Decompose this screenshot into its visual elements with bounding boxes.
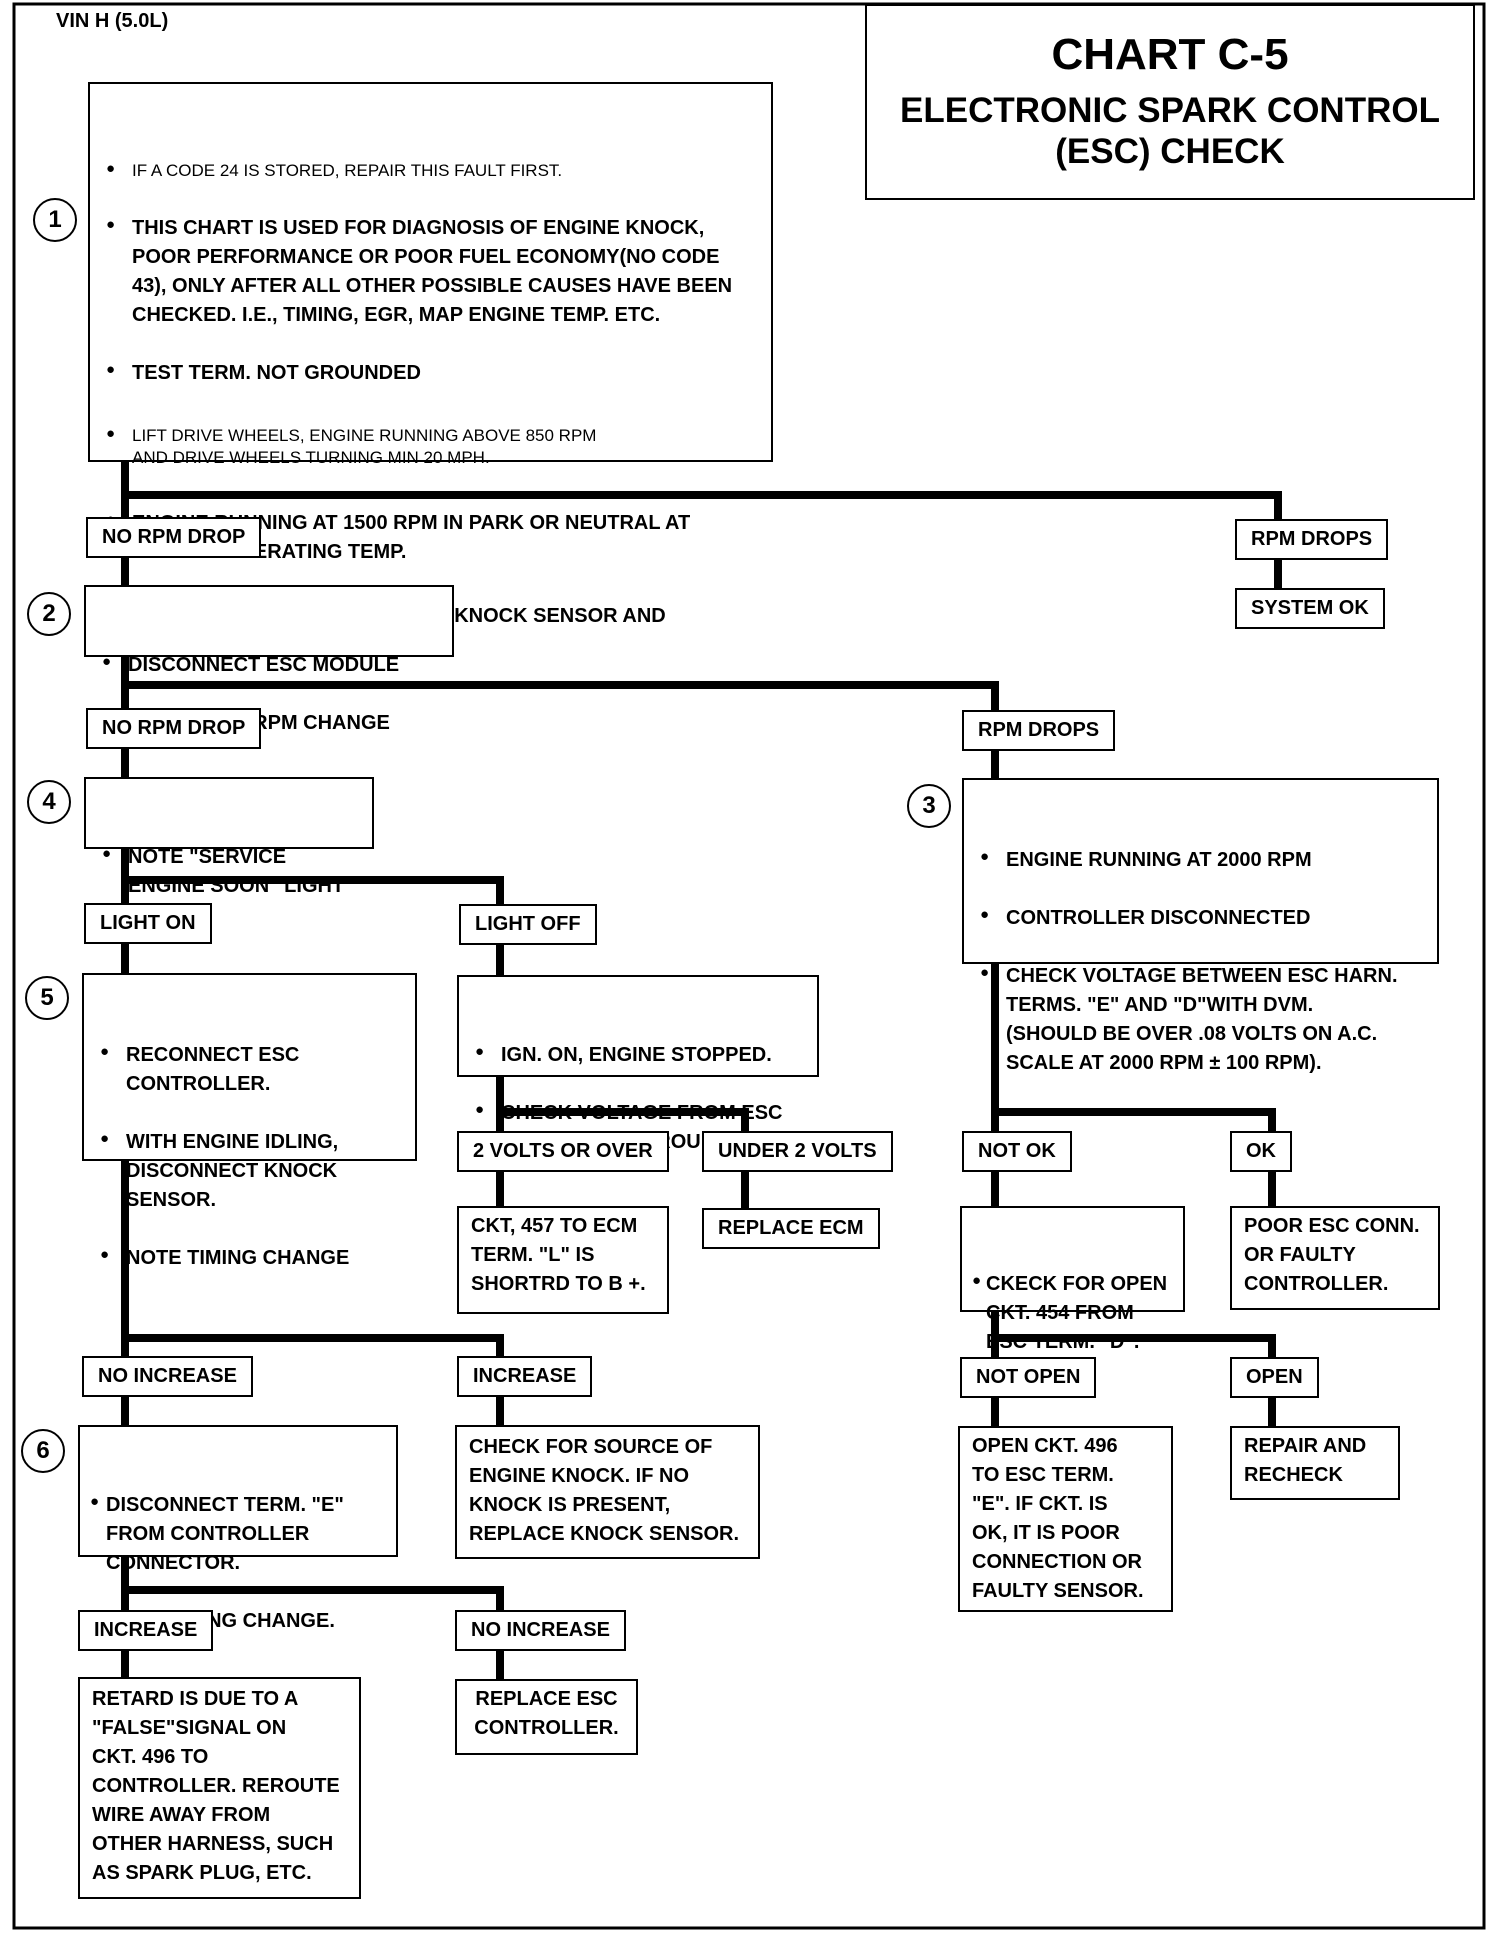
label-increase: INCREASE [457,1356,593,1397]
step1-item: LIFT DRIVE WHEELS, ENGINE RUNNING ABOVE … [102,425,759,468]
replace-esc-box: REPLACE ESC CONTROLLER. [455,1679,638,1755]
step-number-4: 4 [27,780,71,824]
check-open-item: CKECK FOR OPEN CKT. 454 FROM ESC TERM. "… [968,1270,1171,1357]
step5-box: RECONNECT ESC CONTROLLER. WITH ENGINE ID… [82,973,417,1269]
step5-item: RECONNECT ESC CONTROLLER. [96,1041,403,1099]
label-no-rpm-drop: NO RPM DROP [86,517,262,558]
step3-item: ENGINE RUNNING AT 2000 RPM [976,846,1425,875]
step6-box: DISCONNECT TERM. "E" FROM CONTROLLER CON… [78,1425,398,1632]
label-no-rpm-drop: NO RPM DROP [86,708,262,749]
step1-item: TEST TERM. NOT GROUNDED [102,359,759,388]
label-under-2-volts: UNDER 2 VOLTS [702,1131,893,1172]
connector-rpm-drops-2 [121,681,999,716]
connector-increase-1 [121,1334,504,1364]
chart-title: CHART C-5 [1051,30,1289,79]
label-no-increase: NO INCREASE [455,1610,626,1651]
vin-label: VIN H (5.0L) [56,10,169,32]
repair-recheck-box: REPAIR AND RECHECK [1230,1426,1400,1500]
step2-box: DISCONNECT ESC MODULE WATCH FOR RPM CHAN… [84,585,454,734]
step3-item: CONTROLLER DISCONNECTED [976,904,1425,933]
label-increase: INCREASE [78,1610,214,1651]
step1-box: IF A CODE 24 IS STORED, REPAIR THIS FAUL… [88,82,773,656]
step2-item: DISCONNECT ESC MODULE [98,651,440,680]
light-off-box: IGN. ON, ENGINE STOPPED. CHECK VOLTAGE F… [457,975,819,1153]
step1-item: IF A CODE 24 IS STORED, REPAIR THIS FAUL… [102,160,759,181]
replace-ecm-box: REPLACE ECM [702,1208,880,1249]
step3-item: CHECK VOLTAGE BETWEEN ESC HARN. TERMS. "… [976,962,1425,1078]
poor-esc-box: POOR ESC CONN. OR FAULTY CONTROLLER. [1230,1206,1440,1310]
step-number-5: 5 [25,976,69,1020]
step3-box: ENGINE RUNNING AT 2000 RPM CONTROLLER DI… [962,778,1439,1074]
step5-item: NOTE TIMING CHANGE [96,1244,403,1273]
step1-item: THIS CHART IS USED FOR DIAGNOSIS OF ENGI… [102,214,759,330]
check-open-box: CKECK FOR OPEN CKT. 454 FROM ESC TERM. "… [960,1206,1185,1353]
label-not-ok: NOT OK [962,1131,1072,1172]
step4-item: NOTE "SERVICE ENGINE SOON" LIGHT [98,843,360,901]
step-number-2: 2 [27,592,71,636]
label-light-off: LIGHT OFF [459,904,597,945]
connector-rpm-drops-1 [121,491,1282,524]
label-no-increase: NO INCREASE [82,1356,253,1397]
label-ok: OK [1230,1131,1292,1172]
connector-ok [991,1108,1276,1139]
connector-no-increase-2 [121,1586,504,1616]
retard-false-signal-box: RETARD IS DUE TO A "FALSE"SIGNAL ON CKT.… [78,1677,361,1899]
label-open: OPEN [1230,1357,1319,1398]
light-off-item: IGN. ON, ENGINE STOPPED. [471,1041,805,1070]
step5-item: WITH ENGINE IDLING, DISCONNECT KNOCK SEN… [96,1128,403,1215]
step-number-3: 3 [907,784,951,828]
page-frame [12,2,1486,1930]
system-ok-box: SYSTEM OK [1235,588,1385,629]
chart-subtitle: ELECTRONIC SPARK CONTROL (ESC) CHECK [900,91,1440,172]
open-ckt496-box: OPEN CKT. 496 TO ESC TERM. "E". IF CKT. … [958,1426,1173,1612]
label-rpm-drops: RPM DROPS [962,710,1116,751]
label-2-volts-or-over: 2 VOLTS OR OVER [457,1131,669,1172]
label-light-on: LIGHT ON [84,903,212,944]
step-number-6: 6 [21,1429,65,1473]
ckt457-box: CKT, 457 TO ECM TERM. "L" IS SHORTRD TO … [457,1206,669,1314]
label-rpm-drops: RPM DROPS [1235,519,1389,560]
step-number-1: 1 [33,198,77,242]
check-knock-source-box: CHECK FOR SOURCE OF ENGINE KNOCK. IF NO … [455,1425,760,1559]
step4-box: NOTE "SERVICE ENGINE SOON" LIGHT [84,777,374,897]
label-not-open: NOT OPEN [960,1357,1097,1398]
step6-item: DISCONNECT TERM. "E" FROM CONTROLLER CON… [86,1491,384,1578]
chart-title-box: CHART C-5 ELECTRONIC SPARK CONTROL (ESC)… [865,4,1475,200]
